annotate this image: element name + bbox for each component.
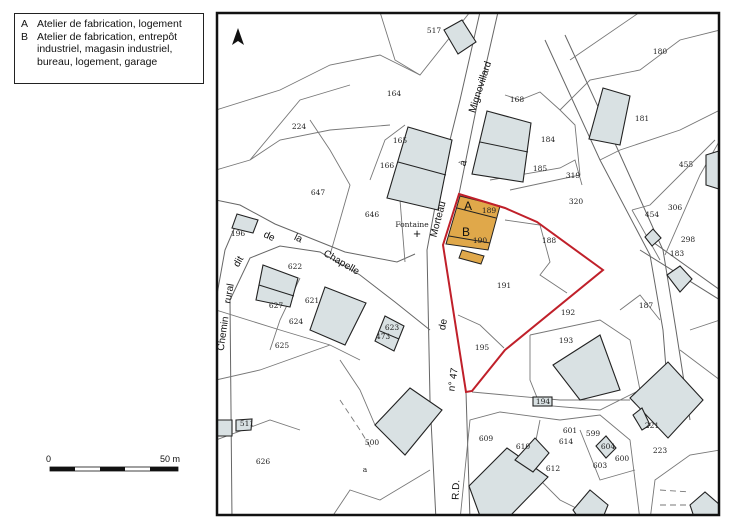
parcel-number: a xyxy=(363,465,368,474)
buildings xyxy=(217,19,719,515)
parcel-number: 221 xyxy=(645,421,659,430)
legend-label: Atelier de fabrication, logement xyxy=(37,18,182,30)
scale-end: 50 m xyxy=(160,454,180,464)
fontaine-label: Fontaine xyxy=(395,220,429,229)
map-content: A B Chemin rural dit de la Chapelle R.D.… xyxy=(216,13,719,515)
street-label: la xyxy=(292,232,304,245)
north-arrow-icon xyxy=(232,28,244,45)
street-label: de xyxy=(262,229,277,244)
parcel-number: 184 xyxy=(541,135,556,144)
parcel-number: 185 xyxy=(533,164,548,173)
parcel-number: 189 xyxy=(482,206,497,215)
parcel-number: 627 xyxy=(269,301,284,310)
legend-item-a: A Atelier de fabrication, logement xyxy=(21,18,197,31)
parcel-number: 622 xyxy=(288,262,303,271)
parcel-number: 180 xyxy=(653,47,668,56)
fontaine-icon: + xyxy=(413,226,421,241)
scale-start: 0 xyxy=(46,454,51,464)
parcel-number: 195 xyxy=(475,343,490,352)
parcel-number: 625 xyxy=(275,341,290,350)
street-label: n° 47 xyxy=(446,367,460,392)
parcel-labels: 517 180 164 168 181 224 184 166 165 185 319 455 647 3… xyxy=(231,26,696,474)
street-labels: Chemin rural dit de la Chapelle R.D. n° … xyxy=(216,60,494,500)
scale-bar: 0 50 m xyxy=(46,454,180,472)
street-label: rural xyxy=(222,283,236,305)
legend-item-b: B Atelier de fabrication, entrepôt indus… xyxy=(21,31,197,69)
parcel-number: 181 xyxy=(635,114,649,123)
parcel-number: 612 xyxy=(546,464,561,473)
street-label: R.D. xyxy=(451,480,463,500)
street-label: Chemin xyxy=(216,316,232,352)
parcel-number: 194 xyxy=(536,397,551,406)
parcel-number: 190 xyxy=(473,236,488,245)
map-frame xyxy=(215,11,721,517)
parcel-number: 473 xyxy=(376,332,391,341)
legend-key: B xyxy=(21,30,29,43)
parcel-number: 298 xyxy=(681,235,696,244)
parcel-number: 517 xyxy=(427,26,442,35)
parcel-number: 511 xyxy=(240,419,254,428)
building-a-label: A xyxy=(464,199,472,213)
legend-key: A xyxy=(21,18,29,30)
parcel-number: 168 xyxy=(510,95,525,104)
parcel-number: 306 xyxy=(668,203,683,212)
parcel-number: 604 xyxy=(601,442,616,451)
parcel-number: 319 xyxy=(566,171,581,180)
parcel-number: 646 xyxy=(365,210,380,219)
parcel-number: 187 xyxy=(639,301,654,310)
parcel-boundaries xyxy=(217,13,719,515)
parcel-number: 192 xyxy=(561,308,576,317)
parcel-number: 191 xyxy=(497,281,511,290)
parcel-number: 624 xyxy=(289,317,304,326)
parcel-number: 193 xyxy=(559,336,574,345)
parcel-number: 500 xyxy=(365,438,380,447)
parcel-number: 623 xyxy=(385,323,400,332)
street-label: de xyxy=(437,318,450,331)
parcel-number: 614 xyxy=(559,437,574,446)
parcel-number: 188 xyxy=(542,236,557,245)
street-label: à xyxy=(458,158,470,167)
parcel-number: 455 xyxy=(679,160,694,169)
parcel-number: 600 xyxy=(615,454,630,463)
parcel-number: 164 xyxy=(387,89,402,98)
building-annex xyxy=(458,249,485,265)
site-outline xyxy=(441,192,605,394)
parcel-number: 601 xyxy=(563,426,577,435)
parcel-number: 647 xyxy=(311,188,326,197)
street-label: Mignovillard xyxy=(467,60,494,114)
legend: A Atelier de fabrication, logement B Ate… xyxy=(14,13,204,84)
parcel-number: 165 xyxy=(393,136,408,145)
parcel-number: 224 xyxy=(292,122,307,131)
street-label: Chapelle xyxy=(321,248,361,277)
parcel-number: 603 xyxy=(593,461,608,470)
parcel-number: 183 xyxy=(670,249,685,258)
parcel-number: 610 xyxy=(516,442,531,451)
parcel-number: 166 xyxy=(380,161,395,170)
parcel-number: 599 xyxy=(586,429,601,438)
parcel-number: 454 xyxy=(645,210,660,219)
parcel-number: 621 xyxy=(305,296,319,305)
legend-label: Atelier de fabrication, entrepôt industr… xyxy=(37,30,178,68)
street-label: dit xyxy=(231,254,246,269)
parcel-number: 626 xyxy=(256,457,271,466)
parcel-number: 223 xyxy=(653,446,668,455)
parcel-number: 320 xyxy=(569,197,584,206)
building-b-label: B xyxy=(462,225,470,239)
parcel-number: 196 xyxy=(231,229,246,238)
parcel-number: 609 xyxy=(479,434,494,443)
